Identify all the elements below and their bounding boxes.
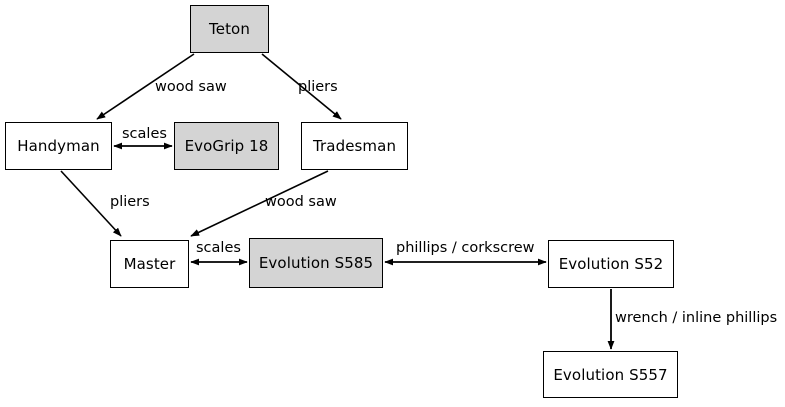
node-label: Evolution S585	[258, 254, 374, 272]
edge-label-handyman-master: pliers	[110, 194, 150, 210]
edge-handyman-master	[60, 170, 122, 237]
node-teton[interactable]: Teton	[190, 5, 269, 53]
edge-label-evolution-s585-s52: phillips / corkscrew	[396, 240, 535, 256]
node-master[interactable]: Master	[110, 240, 189, 288]
node-label: Teton	[209, 20, 250, 38]
node-label: EvoGrip 18	[184, 137, 269, 155]
node-evolution-s585[interactable]: Evolution S585	[249, 238, 383, 288]
node-label: Tradesman	[312, 137, 397, 155]
node-evolution-s52[interactable]: Evolution S52	[548, 240, 674, 288]
edge-label-evolution-s52-s557: wrench / inline phillips	[615, 310, 778, 326]
edge-label-teton-tradesman: pliers	[298, 79, 338, 95]
node-label: Evolution S557	[553, 365, 668, 384]
edge-label-teton-handyman: wood saw	[155, 79, 227, 95]
node-label: Handyman	[17, 137, 100, 155]
node-evolution-s557[interactable]: Evolution S557	[543, 351, 678, 398]
edge-teton-tradesman	[261, 53, 342, 120]
edge-label-handyman-evogrip18: scales	[122, 126, 167, 142]
edge-label-master-evolution-s585: scales	[196, 240, 241, 256]
node-handyman[interactable]: Handyman	[5, 122, 112, 170]
edge-label-tradesman-master: wood saw	[265, 194, 337, 210]
edge-tradesman-master	[190, 170, 329, 237]
node-label: Master	[123, 255, 176, 273]
node-evogrip-18[interactable]: EvoGrip 18	[174, 122, 279, 170]
edge-teton-handyman	[96, 53, 195, 120]
node-tradesman[interactable]: Tradesman	[301, 122, 408, 170]
node-label: Evolution S52	[558, 255, 664, 273]
